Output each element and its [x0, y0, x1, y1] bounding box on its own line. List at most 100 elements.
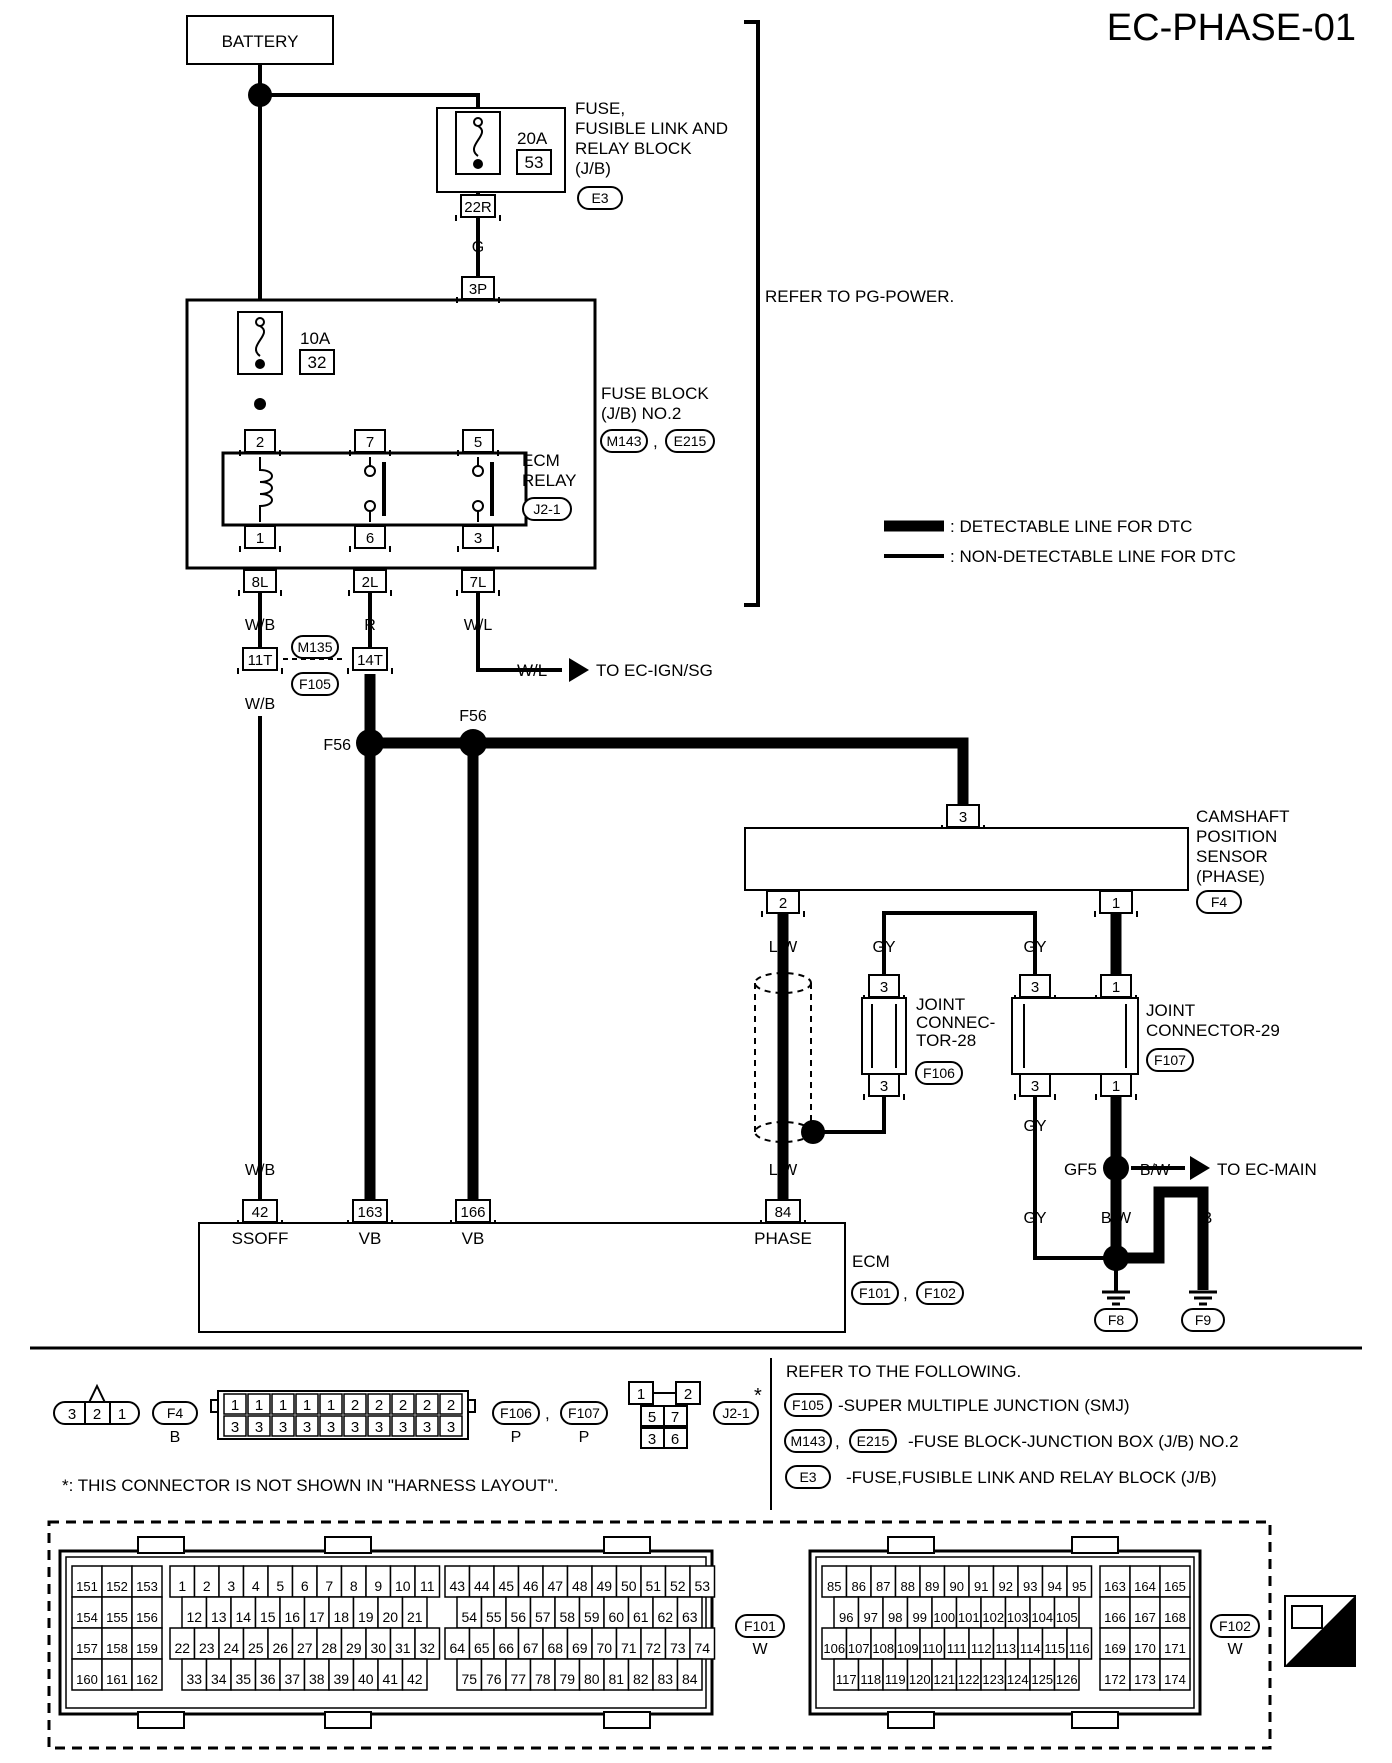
relay-switch-contact — [472, 465, 484, 477]
refer-row-connector: M143 — [790, 1433, 825, 1449]
bw-wire-color: B/W — [1140, 1162, 1171, 1179]
fuse-20a-rating: 20A — [517, 129, 548, 148]
jc-view-connector-f106: F106 — [500, 1405, 532, 1421]
refer-row-connector: F105 — [792, 1397, 824, 1413]
jc29-pin-1-bottom: 1 — [1112, 1078, 1120, 1095]
fuse-block-connector-e215-tag — [665, 429, 715, 453]
f101-block-a-pin: 9 — [374, 1578, 382, 1594]
f101-side-pin: 151 — [76, 1579, 98, 1594]
f101-block-a-pin: 8 — [350, 1578, 358, 1594]
f101-shell-tab — [137, 1711, 185, 1729]
f101-block-a-pin: 30 — [370, 1640, 386, 1656]
ground-f8-connector-tag — [1094, 1308, 1138, 1332]
smj-pin-14t: 14T — [357, 652, 383, 669]
f101-block-b-pin: 50 — [621, 1578, 637, 1594]
relay-top-pin-box — [354, 429, 386, 453]
smj-connector-m135: M135 — [297, 639, 332, 655]
fuse-block-connector-m143-tag — [600, 429, 648, 453]
f102-block-pin: 90 — [950, 1579, 964, 1594]
camshaft-sensor-box — [744, 827, 1189, 891]
jc-view-pin-bottom: 3 — [231, 1419, 239, 1436]
f102-block-cell — [894, 1565, 921, 1598]
jc-view-cell — [247, 1415, 271, 1437]
f102-block-cell — [1053, 1658, 1080, 1691]
refer-row-connector-tag — [785, 1465, 831, 1489]
f101-block-b-pin: 77 — [510, 1671, 526, 1687]
f101-block-a-pin: 12 — [186, 1609, 202, 1625]
f102-side-pin: 168 — [1164, 1610, 1186, 1625]
f102-block-pin: 93 — [1023, 1579, 1037, 1594]
f101-block-b-cell — [615, 1627, 642, 1660]
to-ign-arrow — [569, 658, 589, 682]
f102-block-cell — [821, 1627, 848, 1660]
camshaft-pin-1: 1 — [1112, 895, 1120, 912]
pin-3p: 3P — [469, 281, 487, 298]
f4-view-pin: 3 — [68, 1406, 76, 1423]
jc-view-color: P — [511, 1429, 522, 1446]
f102-block-pin: 122 — [958, 1672, 980, 1687]
jc28-label: CONNEC- — [916, 1013, 995, 1032]
harness-layout-note: *: THIS CONNECTOR IS NOT SHOWN IN "HARNE… — [62, 1476, 558, 1495]
jc-view-pin-top: 1 — [327, 1397, 335, 1414]
ecm-wire-color: R — [364, 1162, 376, 1179]
fuse-10a-top — [255, 317, 265, 327]
f101-side-cell — [71, 1565, 103, 1598]
battery-junction — [248, 83, 272, 107]
refer-power: REFER TO PG-POWER. — [765, 287, 954, 306]
f101-block-b-pin: 58 — [559, 1609, 575, 1625]
f101-block-a-cell — [181, 1596, 208, 1629]
gy-wire-sensor-link — [882, 911, 1037, 976]
f101-side-cell — [131, 1658, 163, 1691]
f101-block-a-pin: 31 — [395, 1640, 411, 1656]
f102-block-cell — [882, 1658, 909, 1691]
jc28-label: TOR-28 — [916, 1031, 976, 1050]
relay-bottom-pin-box — [244, 525, 276, 549]
j21-view-asterisk: * — [754, 1385, 762, 1407]
f102-block-pin: 115 — [1044, 1641, 1065, 1656]
fuse-10a-number: 32 — [308, 353, 327, 372]
fuse-20a-element — [473, 125, 483, 157]
camshaft-label: POSITION — [1196, 827, 1277, 846]
relay-feed-junction — [254, 398, 266, 410]
jc-view-latch — [210, 1399, 219, 1413]
f101-block-b-pin: 75 — [461, 1671, 477, 1687]
smj-pin-11t-box — [242, 647, 278, 671]
jc29-connector-tag — [1146, 1048, 1194, 1072]
jc29-label: CONNECTOR-29 — [1146, 1021, 1280, 1040]
f101-block-b-cell — [529, 1596, 556, 1629]
f102-side-pin: 163 — [1104, 1579, 1126, 1594]
j21-view-cell — [663, 1405, 688, 1427]
f101-side-pin: 157 — [76, 1641, 98, 1656]
battery-to-fuse-wire — [258, 93, 480, 114]
fuse-block-out-pin-box — [353, 569, 387, 593]
fuse-block-out-pin: 8L — [252, 574, 269, 591]
f102-side-pin: 170 — [1134, 1641, 1156, 1656]
ecm-signal: PHASE — [754, 1229, 812, 1248]
lw-wire-color: L/W — [769, 939, 798, 956]
f101-block-a-cell — [401, 1658, 428, 1691]
relay-top-pin: 5 — [474, 434, 482, 451]
refer-row-sep: , — [835, 1432, 840, 1451]
fuse-20a-bottom — [473, 159, 483, 169]
f101-block-a-pin: 5 — [276, 1578, 284, 1594]
f102-block-cell — [1053, 1596, 1080, 1629]
relay-top-pin: 2 — [256, 434, 264, 451]
f101-block-a-pin: 19 — [358, 1609, 374, 1625]
f101-block-a-pin: 27 — [297, 1640, 313, 1656]
f102-shell-tab — [887, 1711, 935, 1729]
b-wire-color: B — [1111, 1118, 1122, 1135]
f102-side-cell — [1129, 1658, 1161, 1691]
f101-block-a-pin: 2 — [203, 1578, 211, 1594]
j21-view-pin: 5 — [648, 1409, 656, 1426]
jc29-pin-3-bottom-box — [1019, 1073, 1051, 1097]
fuse-10a-element — [255, 325, 265, 357]
f101-block-a-pin: 35 — [235, 1671, 251, 1687]
jc-view-cell — [295, 1415, 319, 1437]
f102-block-cell — [882, 1596, 909, 1629]
jc-view-pin-top: 2 — [423, 1397, 431, 1414]
j21-view-connector-tag — [713, 1401, 759, 1425]
ground-f9-connector-tag — [1181, 1308, 1225, 1332]
f102-shell-tab — [1071, 1711, 1119, 1729]
f101-block-a-pin: 26 — [272, 1640, 288, 1656]
